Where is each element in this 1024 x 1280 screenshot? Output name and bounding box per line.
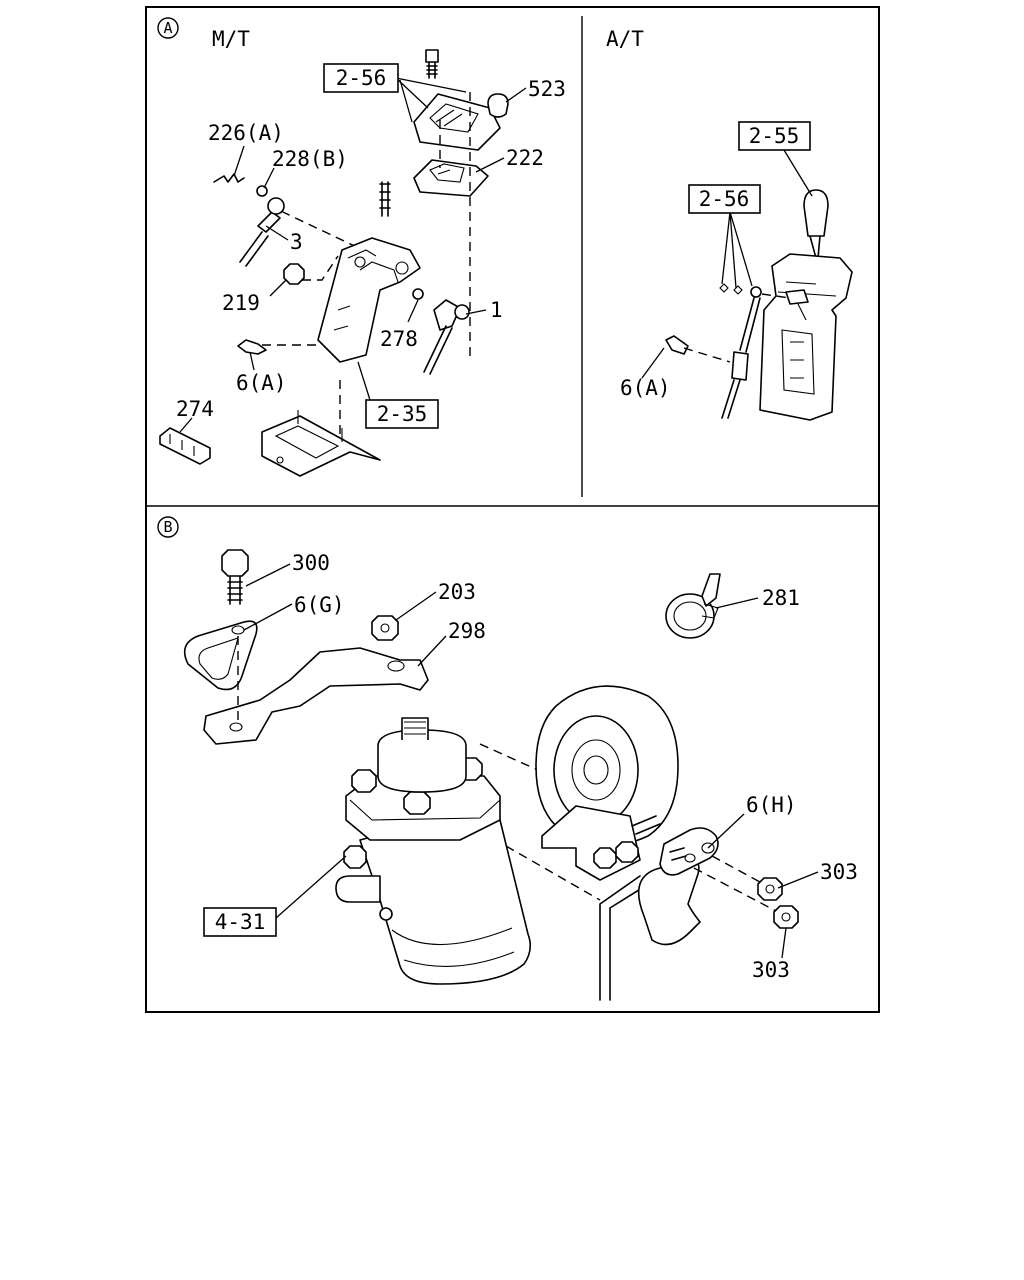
- ref-2-55: 2-55: [749, 124, 800, 148]
- at-title: A/T: [606, 27, 644, 51]
- leader-303-a: [777, 871, 819, 889]
- ref-4-31: 4-31: [215, 910, 266, 934]
- mt-assembly-drawing: [159, 49, 509, 477]
- part-6g: 6(G): [294, 593, 345, 617]
- ref-2-35: 2-35: [377, 402, 428, 426]
- leader-298: [417, 635, 447, 667]
- section-a-marker: A: [157, 17, 179, 39]
- leader-219: [269, 279, 287, 297]
- part-6a-at: 6(A): [620, 376, 671, 400]
- part-298: 298: [448, 619, 486, 643]
- leader-2-56-at: [721, 211, 753, 289]
- ref-box-2-56-mt: [323, 63, 399, 93]
- part-274: 274: [176, 397, 214, 421]
- part-222: 222: [506, 146, 544, 170]
- leader-4-31: [275, 855, 347, 919]
- leader-2-56-mt: [395, 77, 467, 123]
- svg-text:B: B: [163, 518, 172, 536]
- leader-222: [475, 157, 505, 173]
- ref-box-2-55: [738, 121, 811, 151]
- part-226a: 226(A): [208, 121, 284, 145]
- leader-6h: [707, 813, 745, 849]
- part-6a-mt: 6(A): [236, 371, 287, 395]
- leader-300: [245, 563, 291, 587]
- leader-281: [715, 597, 759, 609]
- leader-3: [265, 225, 289, 241]
- section-b-drawing: [183, 549, 799, 1001]
- ref-2-56-mt: 2-56: [336, 66, 387, 90]
- part-1: 1: [490, 298, 503, 322]
- mt-title: M/T: [212, 27, 250, 51]
- leader-6a-mt: [249, 351, 255, 371]
- at-assembly-drawing: [665, 189, 853, 421]
- leader-228b: [263, 167, 275, 189]
- leader-6g: [243, 603, 293, 631]
- part-203: 203: [438, 580, 476, 604]
- leader-2-35: [357, 361, 371, 401]
- leader-2-55: [783, 149, 813, 197]
- leader-6a-at: [641, 347, 665, 379]
- part-228b: 228(B): [272, 147, 348, 171]
- part-6h: 6(H): [746, 793, 797, 817]
- part-303-a: 303: [820, 860, 858, 884]
- leader-523: [505, 87, 527, 103]
- part-523: 523: [528, 77, 566, 101]
- part-300: 300: [292, 551, 330, 575]
- leader-303-b: [781, 927, 787, 959]
- leader-203: [395, 591, 437, 621]
- ref-box-2-56-at: [688, 184, 761, 214]
- ref-2-56-at: 2-56: [699, 187, 750, 211]
- leader-226a: [233, 145, 245, 177]
- leader-274: [179, 417, 193, 433]
- diagram-frame: [145, 6, 880, 1013]
- part-3: 3: [290, 230, 303, 254]
- svg-text:A: A: [163, 19, 172, 37]
- ref-box-4-31: [203, 907, 277, 937]
- leader-278: [407, 299, 419, 323]
- section-b-marker: B: [157, 516, 179, 538]
- leader-1: [465, 309, 487, 315]
- part-281: 281: [762, 586, 800, 610]
- part-278: 278: [380, 327, 418, 351]
- part-219: 219: [222, 291, 260, 315]
- part-303-b: 303: [752, 958, 790, 982]
- ref-box-2-35: [365, 399, 439, 429]
